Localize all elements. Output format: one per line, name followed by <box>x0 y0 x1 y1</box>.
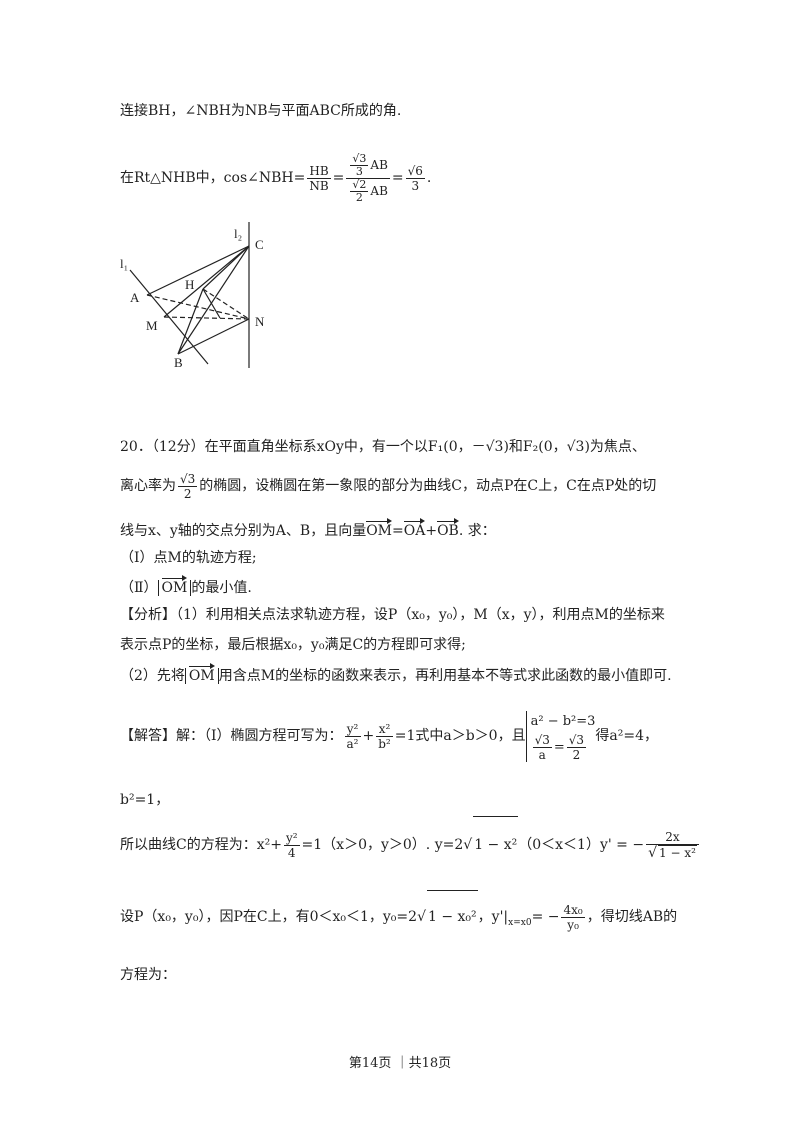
segment-bh <box>177 288 204 355</box>
label-b: B <box>174 355 183 368</box>
text-line-1: 连接BH，∠NBH为NB与平面ABC所成的角. <box>120 103 402 119</box>
vector-om: OM <box>366 518 392 540</box>
label-l1: l₁ <box>120 256 128 271</box>
derivative-eq: = − <box>531 909 560 925</box>
derivative-at: ，y'| <box>477 909 509 925</box>
plus-sign: + <box>362 728 375 744</box>
segment-mn-dashed <box>163 316 250 320</box>
derivative-label: （0＜x＜1）y' = − <box>518 837 645 853</box>
segment-mc <box>163 245 250 318</box>
segment-hc <box>202 245 250 290</box>
analysis-line-2: 表示点P的坐标，最后根据x₀，y₀满足C的方程即可求得; <box>120 637 466 653</box>
period: . <box>426 170 432 186</box>
q20-text-a: 20．（12分）在平面直角坐标系xOy中，有一个以 <box>120 439 428 455</box>
q20-text-b: 为焦点、 <box>589 439 646 455</box>
label-a: A <box>130 290 140 305</box>
segment-an-dashed <box>146 294 250 320</box>
solution-label: 【解答】解：（Ⅰ）椭圆方程可写为： <box>120 728 343 744</box>
sqrt-2: 1 − x₀² <box>426 890 478 943</box>
label-h: H <box>185 277 194 292</box>
om-magnitude-2: OM <box>184 663 219 684</box>
vector-ob: OB <box>437 518 459 540</box>
equals-2: = <box>391 170 404 186</box>
label-m: M <box>146 318 158 333</box>
page-footer: 第14页 ｜共18页 <box>348 1056 452 1071</box>
derivative-fraction: 2x√1 − x² <box>646 830 699 860</box>
segment-h-mid <box>202 288 221 319</box>
label-l2: l₂ <box>234 226 242 241</box>
sqrt-1: 1 − x² <box>473 816 519 873</box>
curve-c-eq: =1（x＞0，y＞0）. y=2 <box>301 837 464 853</box>
eval-subscript: x=x0 <box>508 917 532 928</box>
text-line-5: 线与x、y轴的交点分别为A、B，且向量OM=OA+OB. 求： <box>120 518 496 540</box>
cos-prefix: 在Rt△NHB中，cos∠NBH= <box>120 170 306 186</box>
solution-line-4: 设P（x₀，y₀），因P在C上，有0＜x₀＜1，y₀=2√1 − x₀²，y'|… <box>120 890 677 949</box>
solution-condition: =1式中a＞b＞0，且 <box>394 728 526 744</box>
geometry-figure: l₁ l₂ C A H M N B <box>120 222 265 368</box>
analysis-line-1: 【分析】（1）利用相关点法求轨迹方程，设P（x₀，y₀），M（x，y），利用点M… <box>120 607 665 623</box>
solution-line-5: 方程为： <box>120 967 176 983</box>
question-20: 20．（12分）在平面直角坐标系xOy中，有一个以F₁(0，－√3)和F₂(0，… <box>120 438 646 456</box>
equals-vec: = <box>392 523 404 539</box>
part-1: （Ⅰ）点M的轨迹方程; <box>120 550 257 566</box>
text-line-4-rest: 的椭圆，设椭圆在第一象限的部分为曲线C，动点P在C上，C在点P处的切 <box>199 478 657 494</box>
label-n: N <box>255 314 265 329</box>
analysis-3-b: 用含点M的坐标的函数来表示，再利用基本不等式求此函数的最小值即可. <box>218 668 672 684</box>
segment-hn-dashed <box>202 288 250 320</box>
segment-bn <box>177 318 250 355</box>
om-magnitude: OM <box>157 575 192 596</box>
solution-line-2: b²=1， <box>120 792 170 808</box>
point-p-text: 设P（x₀，y₀），因P在C上，有0＜x₀＜1，y₀=2 <box>120 909 418 925</box>
focus-f2: F₂(0，√3) <box>522 439 590 455</box>
radical-sign-2: √ <box>417 909 426 925</box>
tangent-text: ，得切线AB的 <box>586 909 678 925</box>
focus-f1: F₁(0，－√3) <box>427 439 509 455</box>
equals: = <box>332 170 345 186</box>
part-2-label: （Ⅱ） <box>120 580 158 596</box>
text-line-5-b: . 求： <box>458 523 496 539</box>
analysis-3-a: （2）先将 <box>120 668 185 684</box>
q20-and: 和 <box>508 439 523 455</box>
solution-result: 得a²=4， <box>595 728 659 744</box>
radical-sign: √ <box>463 837 473 853</box>
label-c: C <box>255 237 264 252</box>
part-2-rest: 的最小值. <box>191 580 252 596</box>
curve-c-label: 所以曲线C的方程为：x²+ <box>120 837 282 853</box>
eccentricity-label: 离心率为 <box>120 478 176 494</box>
segment-bc <box>177 245 250 355</box>
vector-oa: OA <box>403 518 425 540</box>
segment-ac <box>146 245 250 296</box>
text-line-5-a: 线与x、y轴的交点分别为A、B，且向量 <box>120 523 367 539</box>
plus-vec: + <box>425 523 438 539</box>
